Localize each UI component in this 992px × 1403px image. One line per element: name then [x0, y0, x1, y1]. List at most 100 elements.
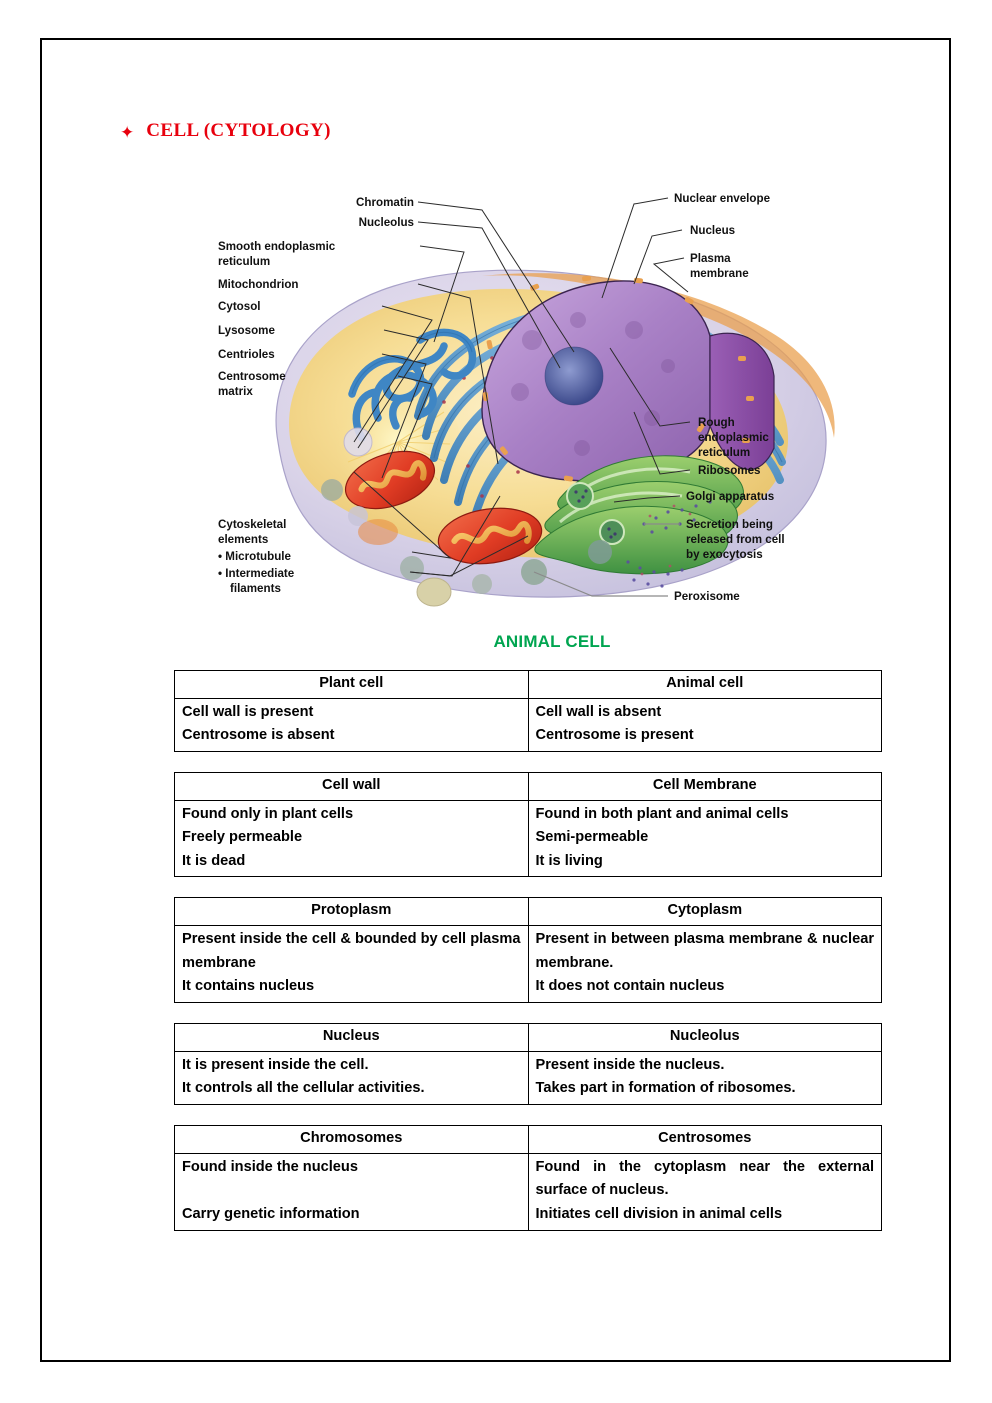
column-header: Nucleus: [174, 1023, 529, 1052]
animal-cell-diagram: Chromatin Nucleolus Smooth endoplasmic r…: [182, 180, 922, 670]
cell-line: It contains nucleus: [182, 978, 315, 995]
label-nucleolus: Nucleolus: [359, 216, 414, 229]
label-lysosome: Lysosome: [218, 324, 275, 337]
cell-line: Found in both plant and animal cells: [535, 805, 789, 822]
diagram-labels: Chromatin Nucleolus Smooth endoplasmic r…: [218, 192, 785, 603]
cell-line: Initiates cell division in animal cells: [535, 1205, 783, 1222]
column-header: Protoplasm: [174, 897, 529, 927]
blank-line: [182, 1179, 521, 1203]
cell-line: Found in the cytoplasm near the external…: [535, 1158, 875, 1199]
label-chromatin: Chromatin: [356, 196, 414, 209]
label-rough-er-line1: Rough: [698, 416, 735, 429]
diamond-bullet-icon: ✦: [120, 122, 135, 142]
cell-line: Cell wall is present: [182, 703, 314, 720]
label-rough-er-line3: reticulum: [698, 446, 750, 459]
column-header: Cytoplasm: [527, 897, 882, 927]
table-row: Present inside the cell & bounded by cel…: [174, 925, 882, 1004]
cell-line: Takes part in formation of ribosomes.: [535, 1080, 796, 1097]
page-title-text: CELL (CYTOLOGY): [146, 120, 331, 141]
label-centrosome-line1: Centrosome: [218, 370, 286, 383]
document-page: ✦ CELL (CYTOLOGY): [40, 38, 951, 1362]
label-smooth-er-line1: Smooth endoplasmic: [218, 240, 336, 253]
column-header: Plant cell: [174, 670, 529, 699]
table-cell: Present inside the nucleus. Takes part in…: [527, 1050, 882, 1105]
label-centrosome-line2: matrix: [218, 385, 253, 398]
cell-line: Present in between plasma membrane & nuc…: [535, 931, 875, 971]
table-cell: Present inside the cell & bounded by cel…: [174, 925, 529, 1004]
page-title: ✦ CELL (CYTOLOGY): [120, 120, 331, 142]
label-smooth-er-line2: reticulum: [218, 255, 270, 268]
cell-line: It is dead: [182, 852, 246, 869]
label-cytosol: Cytosol: [218, 300, 261, 313]
label-secretion-line3: by exocytosis: [686, 548, 763, 561]
label-nucleus: Nucleus: [690, 224, 735, 237]
column-header: Nucleolus: [527, 1023, 882, 1052]
column-header: Animal cell: [527, 670, 882, 699]
column-header: Cell Membrane: [527, 771, 882, 801]
label-rough-er-line2: endoplasmic: [698, 431, 769, 444]
table-row: It is present inside the cell. It control…: [174, 1050, 882, 1105]
cell-line: Found only in plant cells: [182, 805, 354, 822]
cell-line: Semi-permeable: [535, 829, 649, 846]
label-centrioles: Centrioles: [218, 348, 275, 361]
column-header: Centrosomes: [527, 1124, 882, 1154]
cell-line: It controls all the cellular activities.: [182, 1080, 425, 1097]
cell-line: It does not contain nucleus: [535, 978, 725, 995]
table-cell: Found in the cytoplasm near the external…: [527, 1152, 882, 1231]
secretion-particles: [626, 500, 712, 588]
leader-lines: [353, 197, 691, 597]
cell-line: Centrosome is present: [535, 727, 694, 744]
nucleolus-shape: [544, 346, 604, 406]
label-golgi-apparatus: Golgi apparatus: [686, 490, 774, 503]
cell-line: Cell wall is absent: [535, 703, 662, 720]
column-header: Cell wall: [174, 771, 529, 801]
label-intermediate-line2: filaments: [230, 582, 281, 595]
cell-line: It is present inside the cell.: [182, 1056, 369, 1073]
cell-line: Carry genetic information: [182, 1205, 360, 1222]
label-mitochondrion: Mitochondrion: [218, 278, 299, 291]
golgi-apparatus-shape: [534, 455, 744, 575]
cell-line: Centrosome is absent: [182, 727, 335, 744]
label-plasma-line2: membrane: [690, 267, 749, 280]
diagram-caption: ANIMAL CELL: [493, 632, 611, 651]
cell-body: [275, 269, 835, 607]
label-secretion-line1: Secretion being: [686, 518, 773, 531]
label-plasma-line1: Plasma: [690, 252, 731, 265]
mitochondrion-shape: [344, 450, 543, 565]
label-peroxisome: Peroxisome: [674, 590, 740, 603]
table-cell: Present in between plasma membrane & nuc…: [527, 925, 882, 1004]
cell-line: Present inside the cell & bounded by cel…: [182, 931, 521, 971]
cell-line: Freely permeable: [182, 829, 303, 846]
label-secretion-line2: released from cell: [686, 533, 785, 546]
label-nuclear-envelope: Nuclear envelope: [674, 192, 771, 205]
vesicles: [321, 427, 612, 607]
table-cell: It is present inside the cell. It control…: [174, 1050, 529, 1105]
cell-line: It is living: [535, 852, 603, 869]
animal-cell-illustration: Chromatin Nucleolus Smooth endoplasmic r…: [218, 192, 835, 607]
label-cytoskeletal-line1: Cytoskeletal: [218, 518, 286, 531]
cell-line: Present inside the nucleus.: [535, 1056, 725, 1073]
label-ribosomes: Ribosomes: [698, 464, 761, 477]
cell-line: Found inside the nucleus: [182, 1158, 358, 1175]
label-microtubule: • Microtubule: [218, 550, 292, 563]
column-header: Chromosomes: [174, 1124, 529, 1154]
label-intermediate-line1: • Intermediate: [218, 567, 295, 580]
